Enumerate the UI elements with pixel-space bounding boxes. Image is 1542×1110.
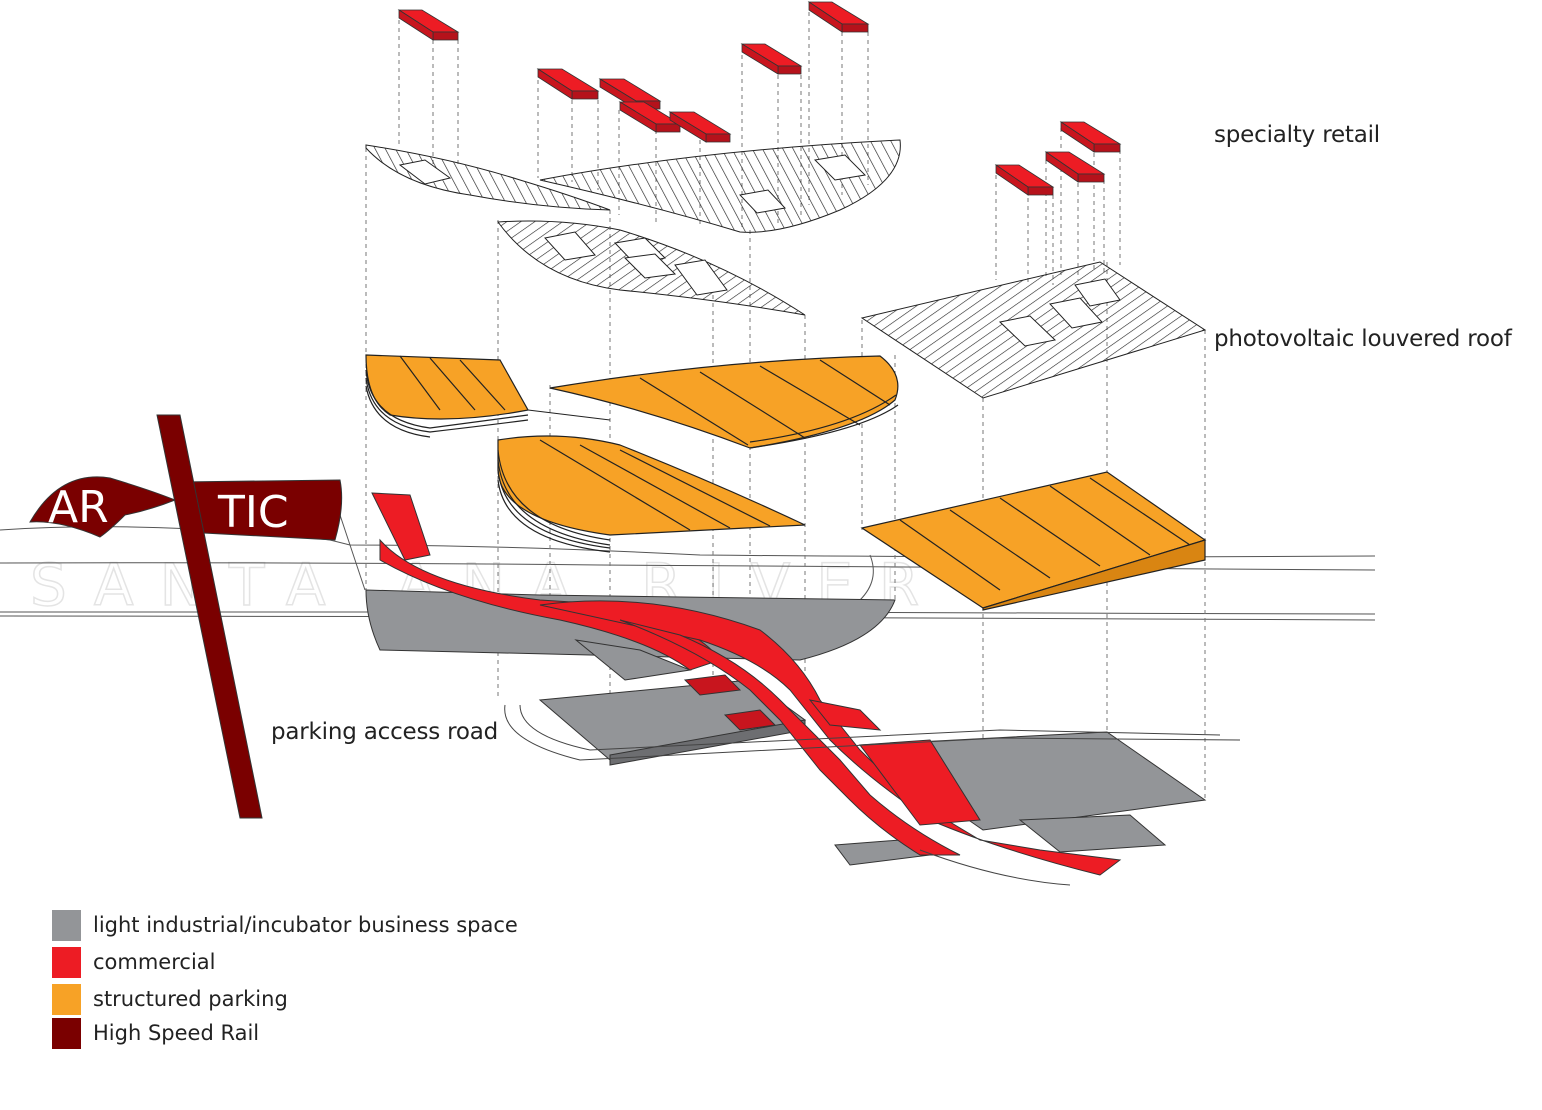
sign-left-text: AR — [48, 482, 109, 533]
legend-item: structured parking — [52, 983, 288, 1015]
specialty-retail-blocks — [397, 1, 1122, 196]
legend-label: High Speed Rail — [93, 1021, 260, 1045]
legend-swatch-rail — [52, 1017, 81, 1049]
retail-block — [397, 9, 460, 41]
legend-item: High Speed Rail — [52, 1017, 259, 1049]
legend-item: light industrial/incubator business spac… — [52, 909, 518, 941]
sign-right-text: TIC — [217, 487, 289, 538]
retail-block — [536, 68, 600, 100]
pv-roof-right — [860, 261, 1207, 399]
retail-block — [994, 164, 1055, 196]
legend-swatch-parking — [52, 983, 81, 1015]
pv-roof-label: photovoltaic louvered roof — [1214, 326, 1512, 352]
parking-access-road-label: parking access road — [271, 719, 499, 745]
retail-block — [740, 43, 803, 75]
legend-label: structured parking — [93, 987, 288, 1011]
retail-block — [1059, 121, 1122, 153]
retail-block — [668, 111, 732, 143]
pv-roof-left — [365, 139, 901, 316]
sign-post — [156, 414, 263, 819]
retail-block — [1044, 151, 1106, 183]
legend-item: commercial — [52, 946, 215, 978]
legend-label: commercial — [93, 950, 216, 974]
parking-upper — [365, 354, 899, 449]
legend-swatch-industrial — [52, 909, 81, 941]
legend-label: light industrial/incubator business spac… — [93, 913, 518, 937]
parking-middle — [497, 435, 1207, 611]
retail-block — [807, 1, 870, 33]
retail-block — [618, 101, 682, 133]
parking-access-road — [504, 704, 1241, 886]
high-speed-rail-sign: AR TIC — [29, 414, 343, 819]
legend-swatch-commercial — [52, 946, 81, 978]
specialty-retail-label: specialty retail — [1214, 122, 1380, 148]
